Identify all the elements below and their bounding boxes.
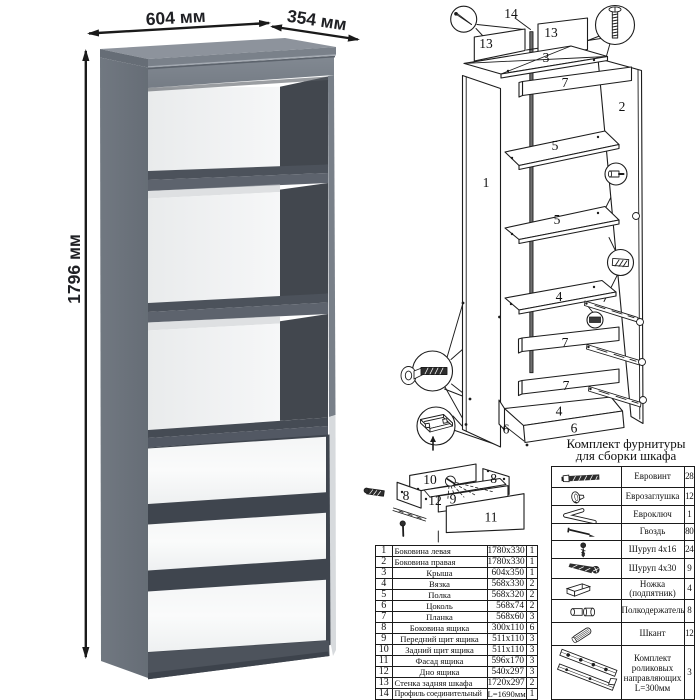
svg-text:1: 1 (483, 175, 490, 190)
svg-text:8: 8 (403, 488, 410, 503)
svg-text:2: 2 (619, 99, 626, 114)
svg-text:14: 14 (504, 6, 518, 21)
svg-text:7: 7 (563, 378, 570, 393)
svg-text:6: 6 (571, 421, 578, 436)
svg-text:13: 13 (479, 36, 493, 51)
svg-text:604 мм: 604 мм (145, 6, 206, 29)
svg-text:10: 10 (423, 472, 437, 487)
svg-text:4: 4 (556, 404, 563, 419)
svg-text:1796 мм: 1796 мм (64, 234, 84, 304)
svg-text:13: 13 (544, 25, 558, 40)
svg-text:12: 12 (428, 493, 442, 508)
svg-text:6: 6 (503, 422, 510, 437)
svg-text:7: 7 (562, 335, 569, 350)
svg-text:5: 5 (554, 212, 561, 227)
svg-text:7: 7 (562, 75, 569, 90)
svg-text:9: 9 (450, 492, 457, 507)
svg-text:5: 5 (552, 138, 559, 153)
svg-text:3: 3 (543, 50, 550, 65)
svg-text:11: 11 (485, 510, 498, 525)
svg-text:8: 8 (490, 471, 497, 486)
svg-text:4: 4 (556, 289, 563, 304)
